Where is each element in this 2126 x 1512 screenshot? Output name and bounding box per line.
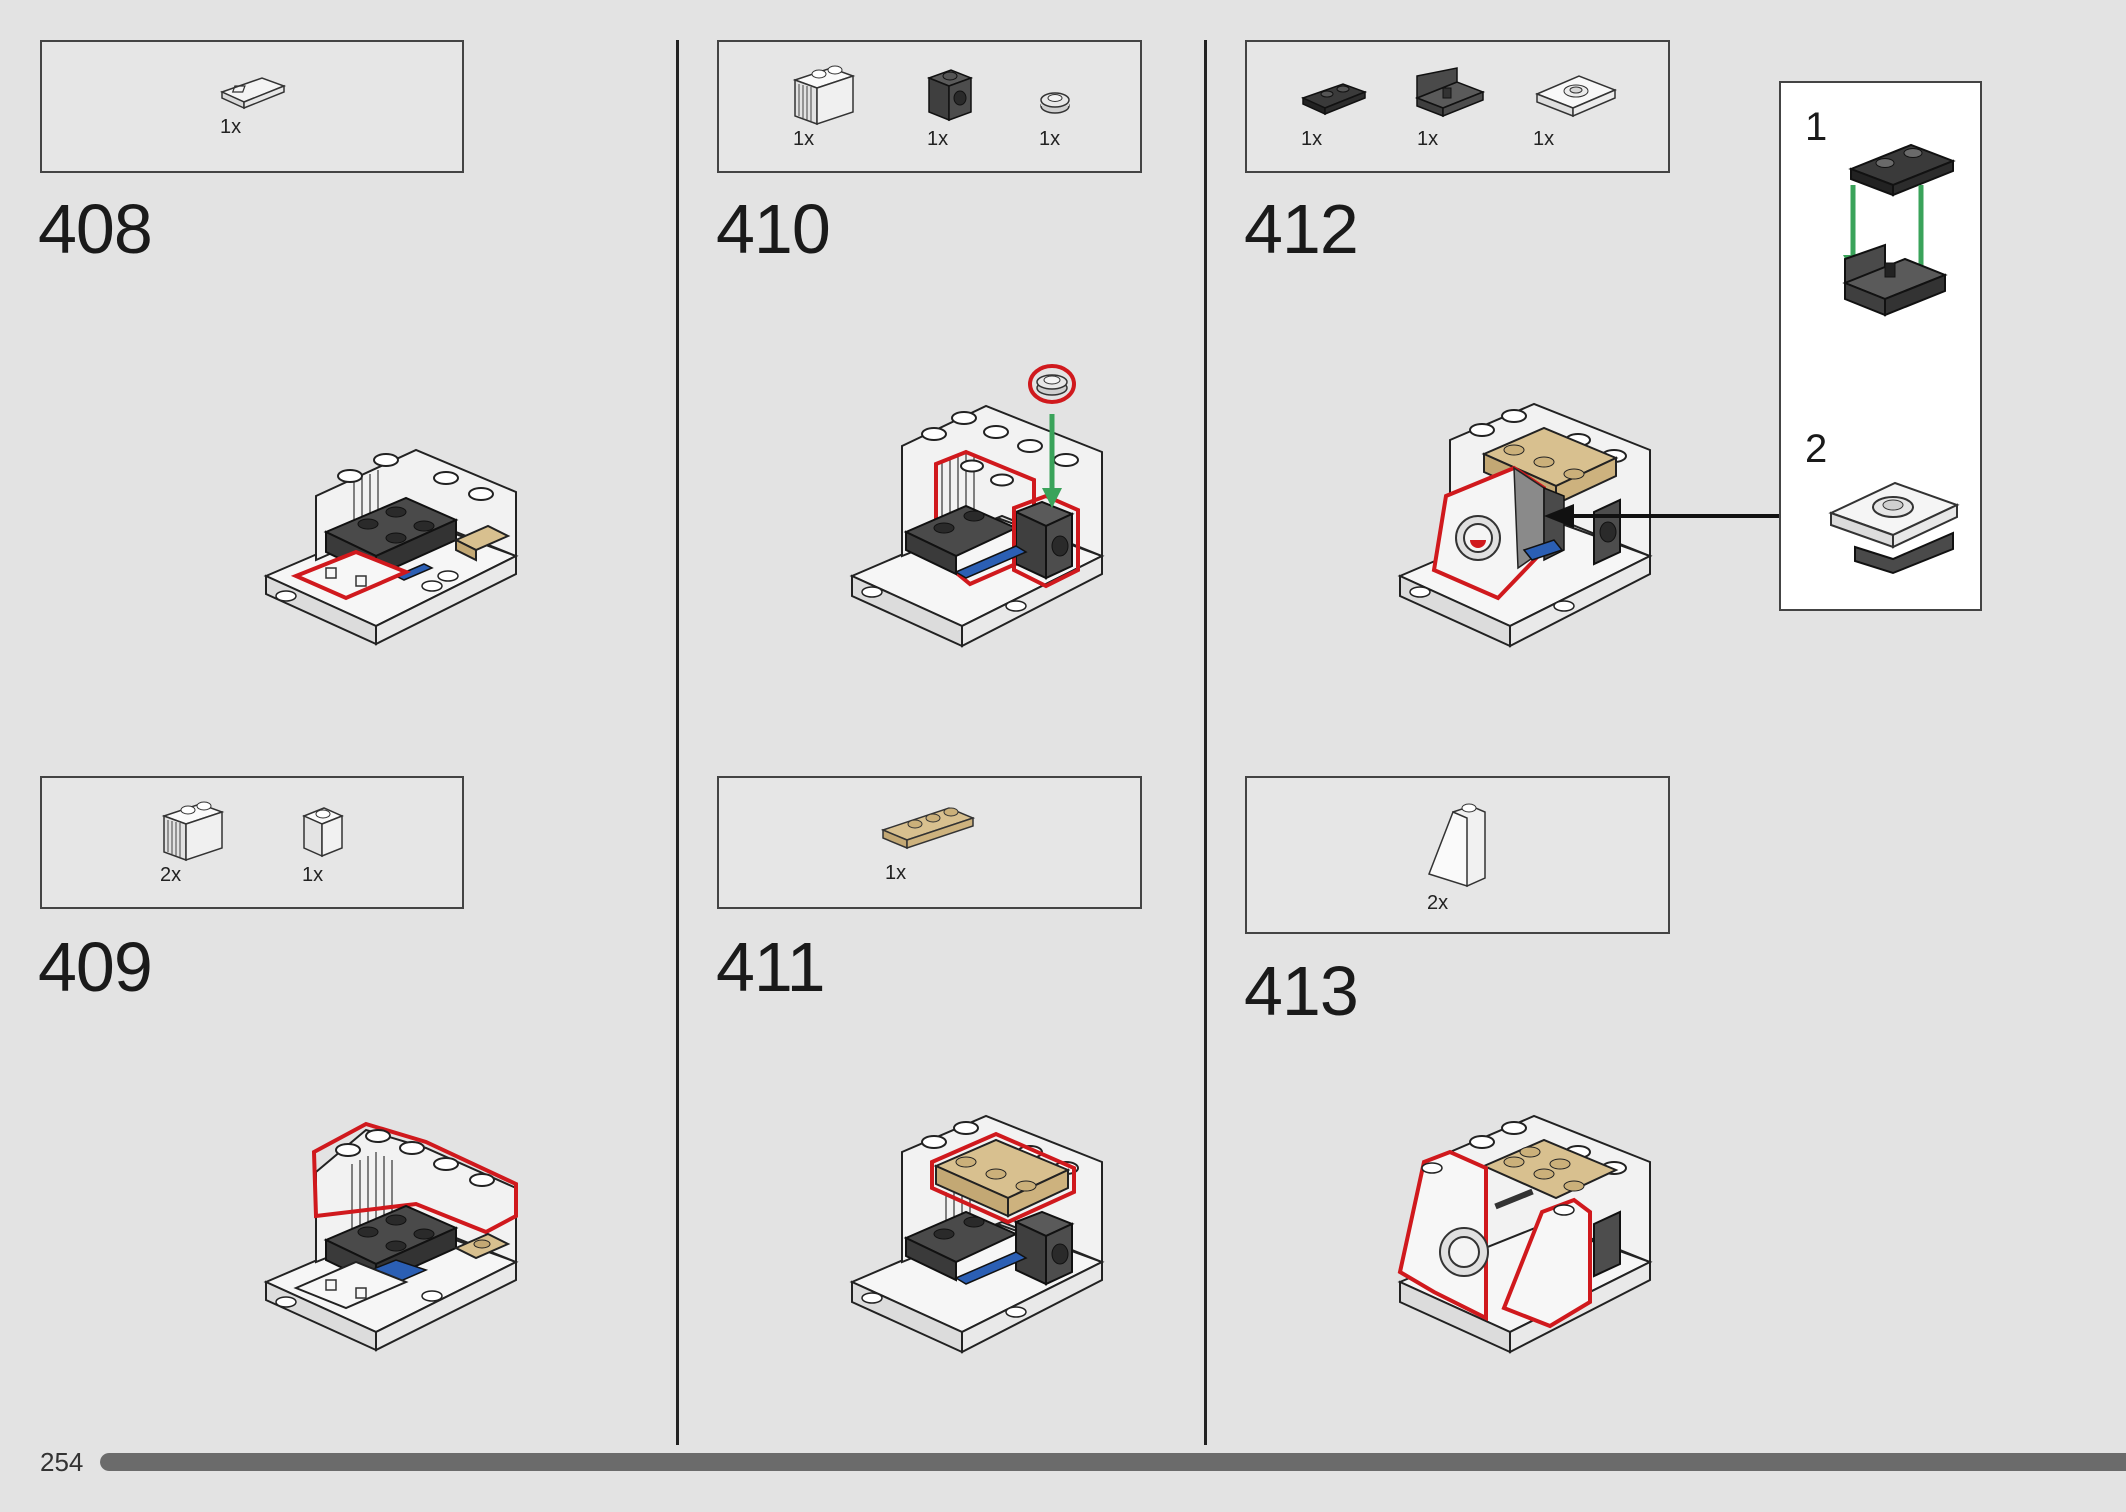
step-number: 408 <box>38 190 153 268</box>
part-qty: 2x <box>160 864 182 886</box>
column-divider-2 <box>1204 40 1207 1445</box>
part-qty: 2x <box>1427 892 1449 914</box>
step-number: 411 <box>716 928 826 1006</box>
tile-2x2-with-round-hole-white-icon <box>1535 75 1617 118</box>
column-divider-1 <box>676 40 679 1445</box>
round-plate-1x1-light-gray-icon <box>1040 92 1070 114</box>
step-413-parts-box: 2x <box>1245 776 1670 934</box>
step-413-model <box>1397 1114 1653 1354</box>
plate-1x2-grille-white-icon <box>219 77 287 110</box>
technic-brick-1x1-dark-gray-icon <box>926 69 974 122</box>
part-qty: 1x <box>793 128 815 150</box>
part-qty: 1x <box>1039 128 1061 150</box>
callout-step-number: 2 <box>1805 427 1828 471</box>
page-progress-bar <box>100 1453 2126 1471</box>
callout-step-1-assembly-icon <box>1842 143 1956 317</box>
plate-1x3-tan-icon <box>880 807 976 850</box>
step-number: 413 <box>1244 952 1359 1030</box>
sub-assembly-callout: 1 2 <box>1779 81 1982 611</box>
brick-1x2-grille-white-icon <box>792 65 856 126</box>
page-number: 254 <box>40 1447 84 1477</box>
step-410-parts-box: 1x 1x 1x <box>717 40 1142 173</box>
brick-1x1-white-icon <box>302 807 344 858</box>
step-411-model <box>849 1114 1105 1354</box>
callout-step-number: 1 <box>1805 105 1828 149</box>
step-number: 410 <box>716 190 831 268</box>
step-408-parts-box: 1x <box>40 40 464 173</box>
part-qty: 1x <box>302 864 324 886</box>
plate-1x2-with-pins-black-icon <box>1300 83 1368 116</box>
step-410-model <box>849 364 1105 648</box>
step-412-model <box>1397 402 1780 648</box>
page-progress-fill <box>100 1453 2126 1471</box>
step-409-parts-box: 2x 1x <box>40 776 464 909</box>
step-409-model <box>263 1121 519 1352</box>
slope-1x2x2-white-icon <box>1428 803 1486 888</box>
callout-step-2-assembly-icon <box>1828 481 1960 575</box>
part-qty: 1x <box>885 862 907 884</box>
part-qty: 1x <box>1533 128 1555 150</box>
brick-1x2-grille-white-icon <box>161 801 225 862</box>
part-qty: 1x <box>1417 128 1439 150</box>
part-qty: 1x <box>220 116 242 138</box>
step-408-model <box>263 448 519 646</box>
step-412-parts-box: 1x 1x 1x <box>1245 40 1670 173</box>
bracket-1x2-dark-gray-icon <box>1414 67 1486 118</box>
part-qty: 1x <box>1301 128 1323 150</box>
part-qty: 1x <box>927 128 949 150</box>
step-411-parts-box: 1x <box>717 776 1142 909</box>
step-number: 412 <box>1244 190 1359 268</box>
step-number: 409 <box>38 928 153 1006</box>
